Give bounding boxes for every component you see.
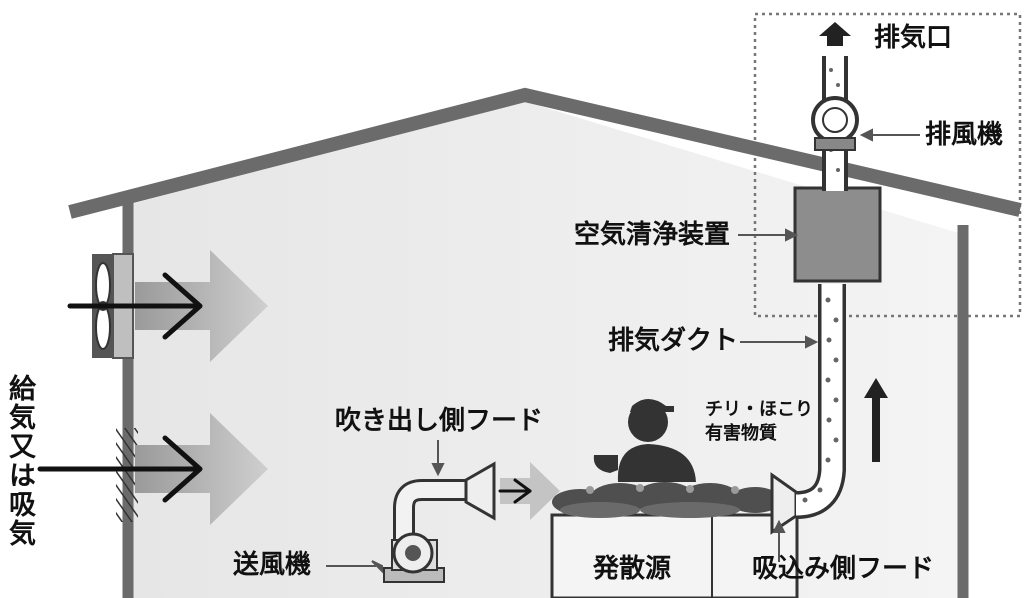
label-exhaust-outlet: 排気口 (874, 23, 953, 53)
blower-icon (383, 479, 470, 583)
upflow-arrow-icon (864, 378, 888, 462)
label-suction-hood: 吸込み側フード (752, 554, 935, 584)
label-dust-line2: 有害物質 (705, 423, 777, 445)
supply-arrow-upper (67, 272, 203, 340)
leader-lines (326, 128, 920, 574)
label-dust-line1: チリ・ほこり (705, 399, 813, 420)
fumes-cloud (552, 482, 781, 518)
label-blow-hood: 吹き出し側フード (335, 406, 544, 436)
outlet-arrow-icon (819, 22, 851, 46)
air-cleaner-box (793, 186, 882, 283)
label-dust: チリ・ほこり 有害物質 (705, 398, 813, 447)
label-supply-fan: 送風機 (233, 550, 312, 580)
roof (68, 87, 1022, 219)
supply-arrow-lower (37, 435, 203, 503)
label-exhaust-fan: 排風機 (925, 120, 1004, 150)
duct-particles (802, 297, 839, 503)
label-supply-or-intake: 給気又は吸気 (4, 374, 35, 548)
blow-hood-icon (464, 461, 496, 521)
room-interior (128, 100, 965, 598)
label-source: 発散源 (593, 554, 672, 584)
label-air-cleaner: 空気清浄装置 (574, 220, 731, 250)
exhaust-fan-icon (811, 96, 859, 151)
exhaust-duct (795, 284, 846, 519)
source-tank (550, 513, 799, 598)
worker-icon (593, 399, 696, 482)
exhaust-section-outline (753, 12, 1022, 318)
wall-louver-icon (116, 428, 138, 522)
push-arrow-dark (498, 478, 532, 504)
label-exhaust-duct: 排気ダクト (608, 326, 739, 356)
